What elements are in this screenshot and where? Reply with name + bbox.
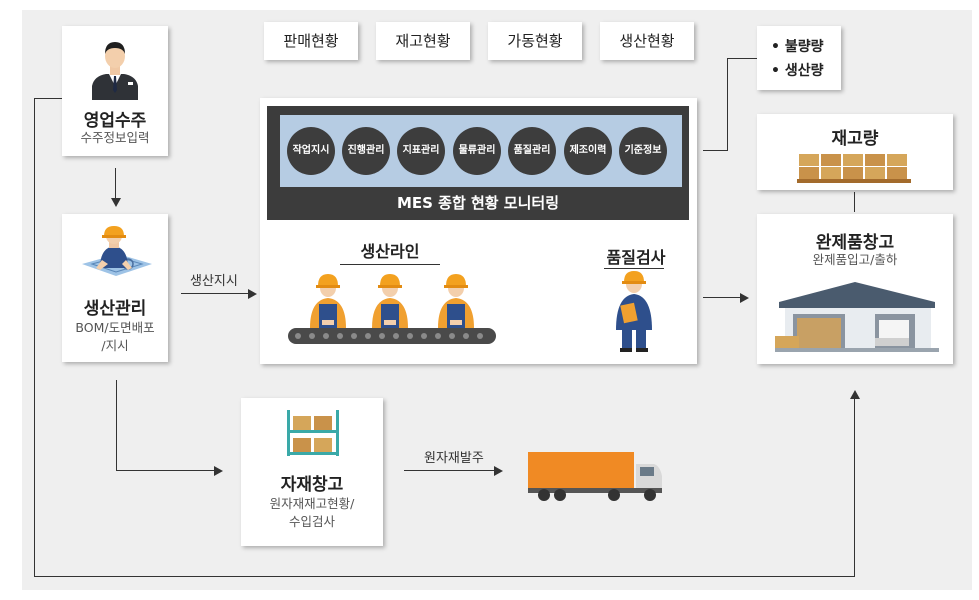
worker-3 — [438, 274, 474, 328]
module-progress-mgmt[interactable]: 진행관리 — [342, 127, 390, 175]
sales-order-card: 영업수주 수주정보입력 — [62, 26, 168, 156]
worker-1 — [310, 274, 346, 328]
connector-mes-to-stats-v — [727, 58, 728, 151]
defect-quantity-item: • 불량량 — [771, 39, 824, 55]
connector-inventory-to-finished — [854, 192, 855, 212]
edge-label-production-order: 생산지시 — [190, 274, 238, 289]
engineer-with-blueprint-icon — [82, 226, 152, 276]
production-management-card: 생산관리 BOM/도면배포 /지시 — [62, 214, 168, 362]
tab-production-status[interactable]: 생산현황 — [600, 22, 694, 60]
sales-order-title: 영업수주 — [83, 111, 147, 131]
quality-inspection-underline — [604, 268, 664, 269]
module-quality-mgmt[interactable]: 품질관리 — [508, 127, 556, 175]
production-line-heading: 생산라인 — [360, 242, 420, 261]
arrow-right-to-material — [214, 466, 223, 476]
mes-title: MES 종합 현황 모니터링 — [396, 194, 560, 212]
arrow-right-to-finished — [740, 293, 749, 303]
quality-inspector-icon — [616, 271, 652, 352]
module-work-order[interactable]: 작업지시 — [287, 127, 335, 175]
delivery-truck-icon — [528, 452, 662, 501]
material-warehouse-title: 자재창고 — [280, 475, 344, 495]
quality-stats-card: • 불량량 • 생산량 — [757, 26, 841, 90]
material-warehouse-subtitle-line2: 수입검사 — [288, 514, 335, 529]
worker-2 — [372, 274, 408, 328]
sales-order-subtitle: 수주정보입력 — [80, 130, 150, 145]
module-manufacturing-history[interactable]: 제조이력 — [564, 127, 612, 175]
connector-right-up — [854, 398, 855, 577]
material-warehouse-subtitle-line1: 원자재재고현황/ — [269, 496, 355, 511]
connector-prod-to-material-h — [116, 470, 216, 471]
edge-label-material-order: 원자재발주 — [424, 451, 484, 466]
material-shelf-icon — [287, 410, 339, 456]
connector-material-to-truck — [404, 470, 496, 471]
tab-inventory-status[interactable]: 재고현황 — [376, 22, 470, 60]
module-master-data[interactable]: 기준정보 — [619, 127, 667, 175]
arrow-down-to-prod — [111, 198, 121, 207]
businessman-icon — [92, 42, 138, 100]
warehouse-building-icon — [775, 282, 939, 352]
connector-prod-to-material-v — [116, 380, 117, 470]
module-logistics-mgmt[interactable]: 물류관리 — [453, 127, 501, 175]
connector-mes-to-stats-h2 — [727, 58, 757, 59]
arrow-right-to-truck — [494, 466, 503, 476]
finished-warehouse-subtitle: 완제품입고/출하 — [812, 252, 898, 267]
quality-inspection-heading: 품질검사 — [606, 248, 666, 267]
material-warehouse-card: 자재창고 원자재재고현황/ 수입검사 — [241, 398, 383, 546]
production-management-subtitle-line2: /지시 — [101, 338, 129, 353]
arrow-right-to-mes — [248, 289, 257, 299]
module-index-mgmt[interactable]: 지표관리 — [397, 127, 445, 175]
inventory-boxes-icon — [797, 154, 911, 183]
production-management-title: 생산관리 — [83, 299, 147, 319]
tab-operation-status[interactable]: 가동현황 — [488, 22, 582, 60]
connector-bottom — [34, 576, 854, 577]
finished-warehouse-title: 완제품창고 — [815, 233, 895, 253]
finished-goods-warehouse-card: 완제품창고 완제품입고/출하 — [757, 214, 953, 364]
production-quantity-item: • 생산량 — [771, 63, 824, 79]
connector-sales-to-prod — [115, 168, 116, 202]
connector-left-loop-top — [34, 98, 62, 99]
production-line-workers-icon — [288, 274, 496, 344]
connector-mes-to-finished — [703, 297, 741, 298]
arrow-up-to-finished — [850, 390, 860, 399]
inventory-title: 재고량 — [831, 129, 879, 149]
connector-left-loop-vertical — [34, 98, 35, 577]
inventory-card: 재고량 — [757, 114, 953, 190]
connector-mes-to-stats-h1 — [703, 150, 728, 151]
production-line-underline — [340, 264, 440, 265]
production-management-subtitle-line1: BOM/도면배포 — [75, 320, 155, 335]
tab-sales-status[interactable]: 판매현황 — [264, 22, 358, 60]
connector-prod-to-mes — [181, 293, 250, 294]
